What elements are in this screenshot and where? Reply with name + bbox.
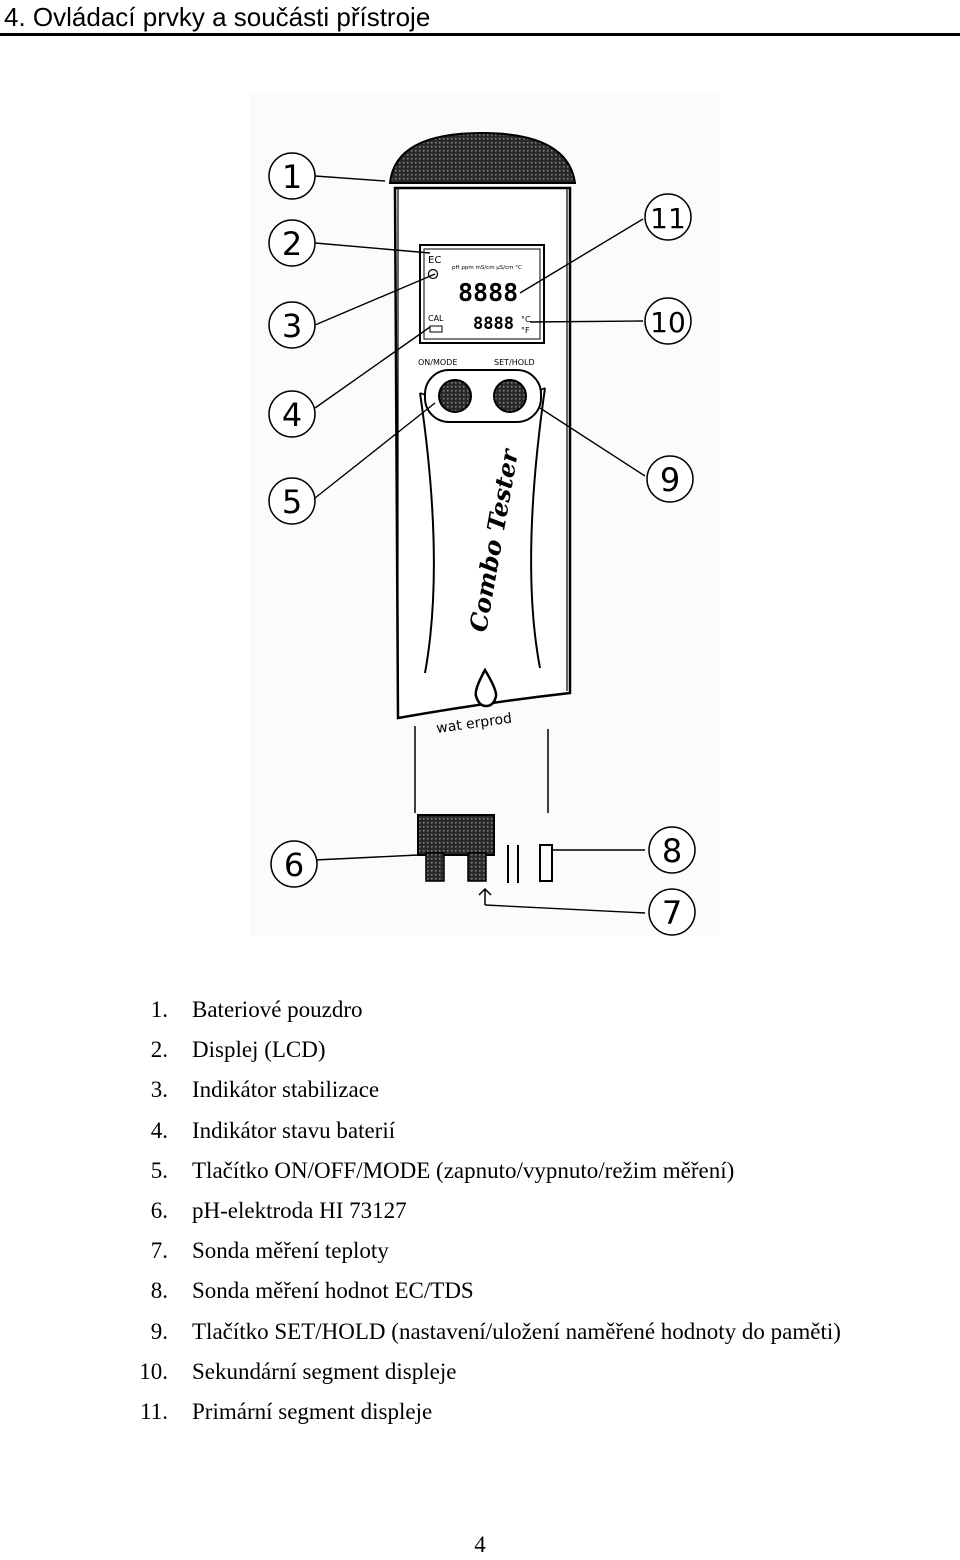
- legend-number: 8.: [150, 1278, 168, 1304]
- legend-item: 5. Tlačítko ON/OFF/MODE (zapnuto/vypnuto/…: [0, 1151, 960, 1191]
- callout-3: 3: [268, 301, 316, 349]
- temperature-probe-arrow: [478, 887, 492, 905]
- legend-item: 1. Bateriové pouzdro: [0, 990, 960, 1030]
- svg-text:5: 5: [282, 483, 302, 521]
- legend-item: 3. Indikátor stabilizace: [0, 1070, 960, 1110]
- legend-text: Tlačítko ON/OFF/MODE (zapnuto/vypnuto/re…: [192, 1157, 735, 1183]
- legend-number: 5.: [150, 1157, 168, 1183]
- svg-text:3: 3: [282, 307, 302, 345]
- button-panel: [424, 369, 542, 423]
- legend-text: Sekundární segment displeje: [192, 1358, 457, 1384]
- callout-7: 7: [648, 888, 696, 936]
- legend-text: Displej (LCD): [192, 1037, 326, 1063]
- legend-number: 1.: [150, 997, 168, 1022]
- svg-text:4: 4: [282, 396, 302, 434]
- legend-text: pH-elektroda HI 73127: [192, 1197, 407, 1223]
- callout-6: 6: [270, 840, 318, 888]
- lcd-unit-c: °C: [521, 315, 531, 324]
- callout-2: 2: [268, 219, 316, 267]
- lcd-mode-row: pH ppm mS/cm µS/cm °C: [452, 265, 522, 271]
- callout-1: 1: [268, 152, 316, 200]
- set-hold-button[interactable]: [493, 379, 527, 413]
- ec-tds-probe: [507, 844, 553, 883]
- svg-text:6: 6: [284, 846, 304, 884]
- device-illustration: EC pH ppm mS/cm µS/cm °C 8888 8888 °C °F…: [250, 93, 720, 936]
- svg-text:1: 1: [282, 158, 302, 196]
- legend-text: Primární segment displeje: [192, 1398, 433, 1424]
- legend-text: Bateriové pouzdro: [192, 997, 363, 1022]
- legend-number: 10.: [139, 1358, 168, 1384]
- legend-number: 11.: [140, 1398, 168, 1424]
- legend-item: 7. Sonda měření teploty: [0, 1231, 960, 1271]
- water-drop-icon: [474, 667, 498, 708]
- lcd-ec-label: EC: [428, 255, 441, 266]
- lcd-primary-segment: 8888: [458, 278, 518, 307]
- callout-9: 9: [646, 455, 694, 503]
- callout-markers: 1 2 3 4 5 6 7 8 9 10 11: [268, 152, 696, 936]
- legend-item: 4. Indikátor stavu baterií: [0, 1111, 960, 1151]
- battery-cap: [388, 131, 577, 184]
- legend-number: 9.: [150, 1318, 168, 1344]
- legend-number: 3.: [150, 1077, 168, 1103]
- lcd-secondary-segment: 8888: [473, 314, 514, 334]
- legend-text: Tlačítko SET/HOLD (nastavení/uložení nam…: [192, 1318, 841, 1344]
- legend-item: 10. Sekundární segment displeje: [0, 1352, 960, 1392]
- battery-indicator-icon: [429, 325, 443, 333]
- callout-5: 5: [268, 477, 316, 525]
- callout-8: 8: [648, 826, 696, 874]
- legend-text: Indikátor stavu baterií: [192, 1117, 396, 1143]
- callout-4: 4: [268, 390, 316, 438]
- on-off-mode-button[interactable]: [438, 379, 472, 413]
- legend-number: 4.: [150, 1117, 168, 1143]
- section-heading: 4. Ovládací prvky a součásti přístroje: [0, 0, 960, 36]
- stability-icon: [427, 268, 439, 280]
- legend-item: 2. Displej (LCD): [0, 1030, 960, 1070]
- legend-item: 6. pH-elektroda HI 73127: [0, 1191, 960, 1231]
- svg-text:2: 2: [282, 225, 302, 263]
- svg-text:9: 9: [660, 461, 680, 499]
- legend-item: 11. Primární segment displeje: [0, 1392, 960, 1432]
- svg-text:10: 10: [650, 306, 686, 339]
- button-left-label: ON/MODE: [418, 358, 457, 367]
- svg-text:8: 8: [662, 832, 682, 870]
- legend-number: 2.: [150, 1037, 168, 1063]
- callout-leaders: [314, 175, 646, 914]
- button-right-label: SET/HOLD: [494, 358, 535, 367]
- parts-legend: 1. Bateriové pouzdro 2. Displej (LCD) 3. In…: [0, 990, 960, 1432]
- legend-item: 8. Sonda měření hodnot EC/TDS: [0, 1271, 960, 1311]
- legend-number: 6.: [150, 1197, 168, 1223]
- lcd-unit-f: °F: [521, 326, 530, 335]
- legend-text: Indikátor stabilizace: [192, 1077, 380, 1103]
- legend-number: 7.: [150, 1238, 168, 1264]
- callout-11: 11: [644, 193, 692, 241]
- svg-text:7: 7: [662, 894, 682, 932]
- callout-10: 10: [644, 297, 692, 345]
- ph-electrode: [417, 814, 495, 882]
- legend-item: 9. Tlačítko SET/HOLD (nastavení/uložení n…: [0, 1312, 960, 1352]
- lcd-cal-label: CAL: [428, 314, 444, 323]
- lcd-display: EC pH ppm mS/cm µS/cm °C 8888 8888 °C °F…: [419, 244, 545, 344]
- svg-text:11: 11: [650, 202, 686, 235]
- page-number: 4: [474, 1532, 486, 1557]
- legend-text: Sonda měření teploty: [192, 1238, 389, 1264]
- legend-text: Sonda měření hodnot EC/TDS: [192, 1278, 474, 1304]
- probe-housing: [414, 726, 549, 813]
